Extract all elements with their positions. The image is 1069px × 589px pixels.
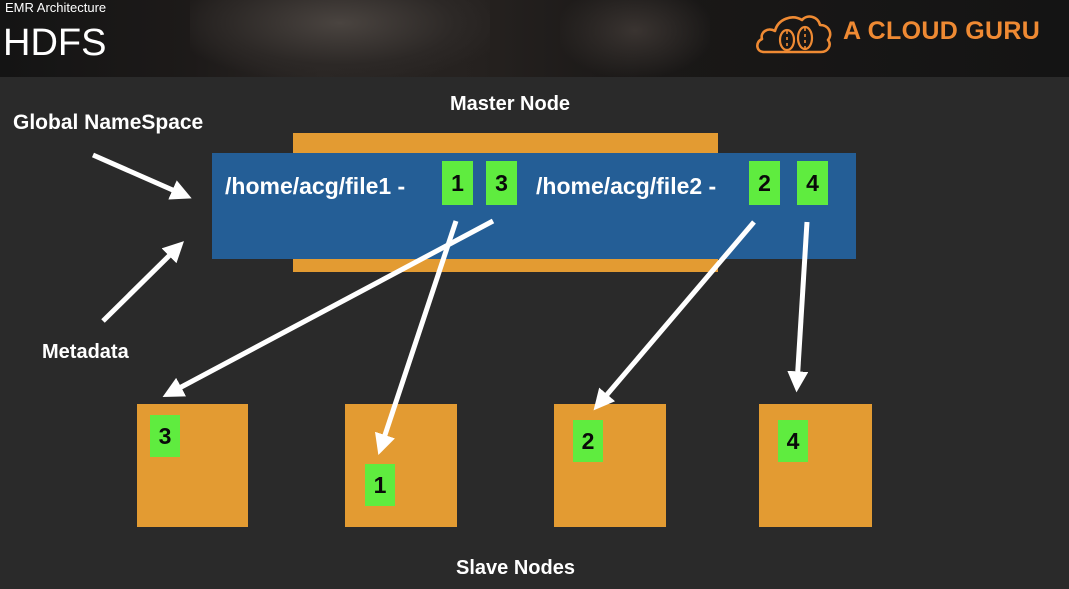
slave-node-4-block: 4 <box>778 420 808 462</box>
file1-path: /home/acg/file1 - <box>225 173 406 199</box>
presenter-video-background <box>190 0 490 77</box>
course-subtitle: EMR Architecture <box>5 0 107 15</box>
file2-block-2: 2 <box>749 161 780 205</box>
presenter-video-background-right <box>560 0 710 77</box>
slave-node-1-block: 3 <box>150 415 180 457</box>
file2-path: /home/acg/file2 - <box>536 173 717 199</box>
brand-name: A CLOUD GURU <box>843 17 1041 45</box>
brand-logo: A CLOUD GURU <box>754 8 1054 56</box>
global-namespace-arrow <box>91 152 192 200</box>
slave-node-2 <box>345 404 457 527</box>
metadata-label: Metadata <box>42 341 129 363</box>
slave-node-3 <box>554 404 666 527</box>
slave-nodes-label: Slave Nodes <box>456 557 575 579</box>
master-node-label: Master Node <box>450 93 571 115</box>
file2-block-4: 4 <box>797 161 828 205</box>
slave-node-4 <box>759 404 872 527</box>
slide-title: HDFS <box>3 22 107 64</box>
slave-node-3-block: 2 <box>573 420 603 462</box>
cloud-logo-icon <box>756 15 832 54</box>
slave-node-2-block: 1 <box>365 464 395 506</box>
header-bar: EMR Architecture HDFS A CLOUD GURU <box>0 0 1069 77</box>
file1-block-3: 3 <box>486 161 517 205</box>
file1-block-1: 1 <box>442 161 473 205</box>
metadata-arrow <box>101 241 184 323</box>
global-namespace-label: Global NameSpace <box>13 111 204 134</box>
